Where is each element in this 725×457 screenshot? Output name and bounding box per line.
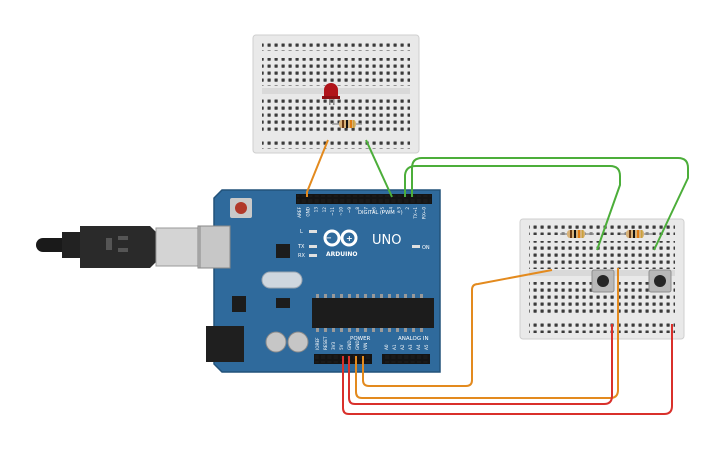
pin-label: 12 [322, 207, 327, 213]
crystal [261, 271, 303, 289]
analog-section-label: ANALOG IN [398, 336, 429, 342]
pin-label: A3 [408, 344, 413, 350]
pin-label: ~5 [380, 207, 385, 214]
wire-green-resistor[interactable] [365, 139, 393, 198]
wire-orange-led[interactable] [306, 139, 329, 197]
pushbutton-1-icon[interactable] [591, 269, 615, 293]
board-model-label: UNO [372, 233, 401, 248]
on-led-label: ON [422, 245, 430, 251]
pin-label: A4 [416, 344, 421, 350]
pin-label: ~10 [339, 207, 344, 216]
wire-orange-button-1[interactable] [362, 269, 553, 387]
power-section-label: POWER [350, 336, 371, 342]
board-brand-label: ARDUINO [326, 251, 357, 258]
pin-label: ~11 [330, 207, 335, 216]
pushbutton-2-icon[interactable] [648, 269, 672, 293]
pin-label: VIN [363, 343, 368, 350]
pin-label: A5 [424, 344, 429, 350]
pin-label: 8 [355, 207, 360, 210]
pin-label: 13 [314, 207, 319, 213]
pin-label: 5V [339, 344, 344, 350]
wire-red-power-2[interactable] [342, 324, 673, 415]
pin-label: ~9 [347, 207, 352, 214]
wire-green-button-2[interactable] [411, 157, 689, 251]
arduino-uno-board[interactable]: − + [199, 189, 441, 373]
pin-label: GND [347, 340, 352, 350]
resistor-right-2-icon[interactable] [620, 230, 652, 238]
svg-text:−: − [326, 234, 332, 242]
usb-cable-icon[interactable] [36, 225, 229, 269]
pin-label: 4 [388, 207, 393, 210]
wire-red-power-1[interactable] [348, 324, 613, 405]
arduino-logo-icon [323, 229, 358, 247]
led-l-label: L [300, 229, 303, 235]
pin-label: GND [355, 340, 360, 350]
dc-power-jack [206, 326, 244, 362]
resistor-right-1-icon[interactable] [560, 230, 594, 238]
pin-label: A2 [400, 344, 405, 350]
pin-label: A1 [392, 344, 397, 350]
resistor-top-icon[interactable] [332, 120, 362, 128]
red-led-icon[interactable] [322, 83, 340, 105]
pin-label: ~6 [372, 207, 377, 214]
atmega-chip [312, 298, 434, 328]
svg-text:+: + [346, 234, 353, 243]
pin-label: IOREF [315, 337, 320, 350]
pin-label: 7 [363, 207, 368, 210]
tx-label: TX [297, 244, 305, 250]
pin-label: RX←0 [422, 207, 427, 219]
usb-port [199, 225, 231, 269]
pin-label: 2 [405, 207, 410, 210]
rx-label: RX [298, 253, 305, 259]
pin-label: TX→1 [413, 207, 418, 220]
pin-label: ~3 [397, 207, 402, 214]
capacitor-2 [287, 331, 309, 353]
capacitor-1 [265, 331, 287, 353]
pin-label: GND [305, 207, 310, 217]
wire-green-button-1[interactable] [404, 165, 621, 251]
pin-label: AREF [297, 206, 302, 217]
pin-label: 3V3 [331, 341, 336, 350]
wire-orange-button-2[interactable] [355, 268, 619, 399]
digital-header-label: DIGITAL (PWM ~) [358, 210, 403, 216]
pin-label: RESET [323, 336, 328, 350]
pin-label: A0 [384, 344, 389, 350]
